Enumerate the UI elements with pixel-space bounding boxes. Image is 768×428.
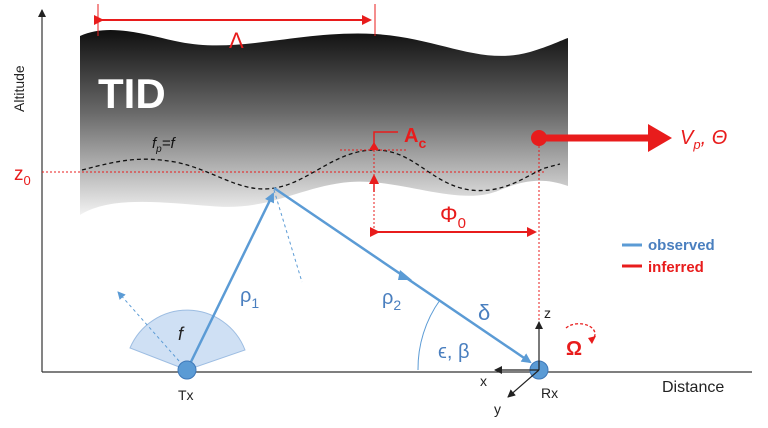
frequency-label: f [178,324,185,344]
tid-region [80,29,568,216]
velocity-label: Vp, Θ [680,127,727,152]
rho1-label: ρ1 [240,285,259,311]
rx-label: Rx [541,385,558,401]
delta-label: δ [478,300,490,325]
tx-beam-fan [129,309,246,371]
rho1-ray [185,192,275,371]
angles-label: ϵ, β [438,341,469,363]
y-axis-label: y [494,401,501,417]
legend-observed-label: observed [648,237,715,254]
rotation-arc-head [588,336,596,344]
tx-normal-dashed [117,291,188,371]
wavelength-label: Λ [229,28,244,53]
reflection-normal-dashed [273,189,303,283]
fp-label: fp=f [152,135,176,155]
amplitude-upper-head [369,142,379,150]
tid-label: TID [98,70,166,117]
altitude-label: Altitude [11,65,27,112]
phase-label: Φ0 [440,202,466,232]
z0-label: z0 [14,164,31,188]
y-axis-arrow [507,369,540,398]
amplitude-label: Ac [404,125,426,151]
tx-label: Tx [178,387,194,403]
rho2-label: ρ2 [382,287,401,313]
elevation-angle-arc [417,299,441,371]
legend-inferred-label: inferred [648,259,704,276]
tx-station [177,360,197,380]
velocity-arrow-head [648,124,672,152]
z-axis-label: z [544,305,551,321]
rotation-arc [565,323,596,341]
x-axis-label: x [480,373,487,389]
rho2-midpoint-arrow [398,270,412,280]
rotation-label: Ω [566,338,582,360]
distance-label: Distance [662,379,724,396]
